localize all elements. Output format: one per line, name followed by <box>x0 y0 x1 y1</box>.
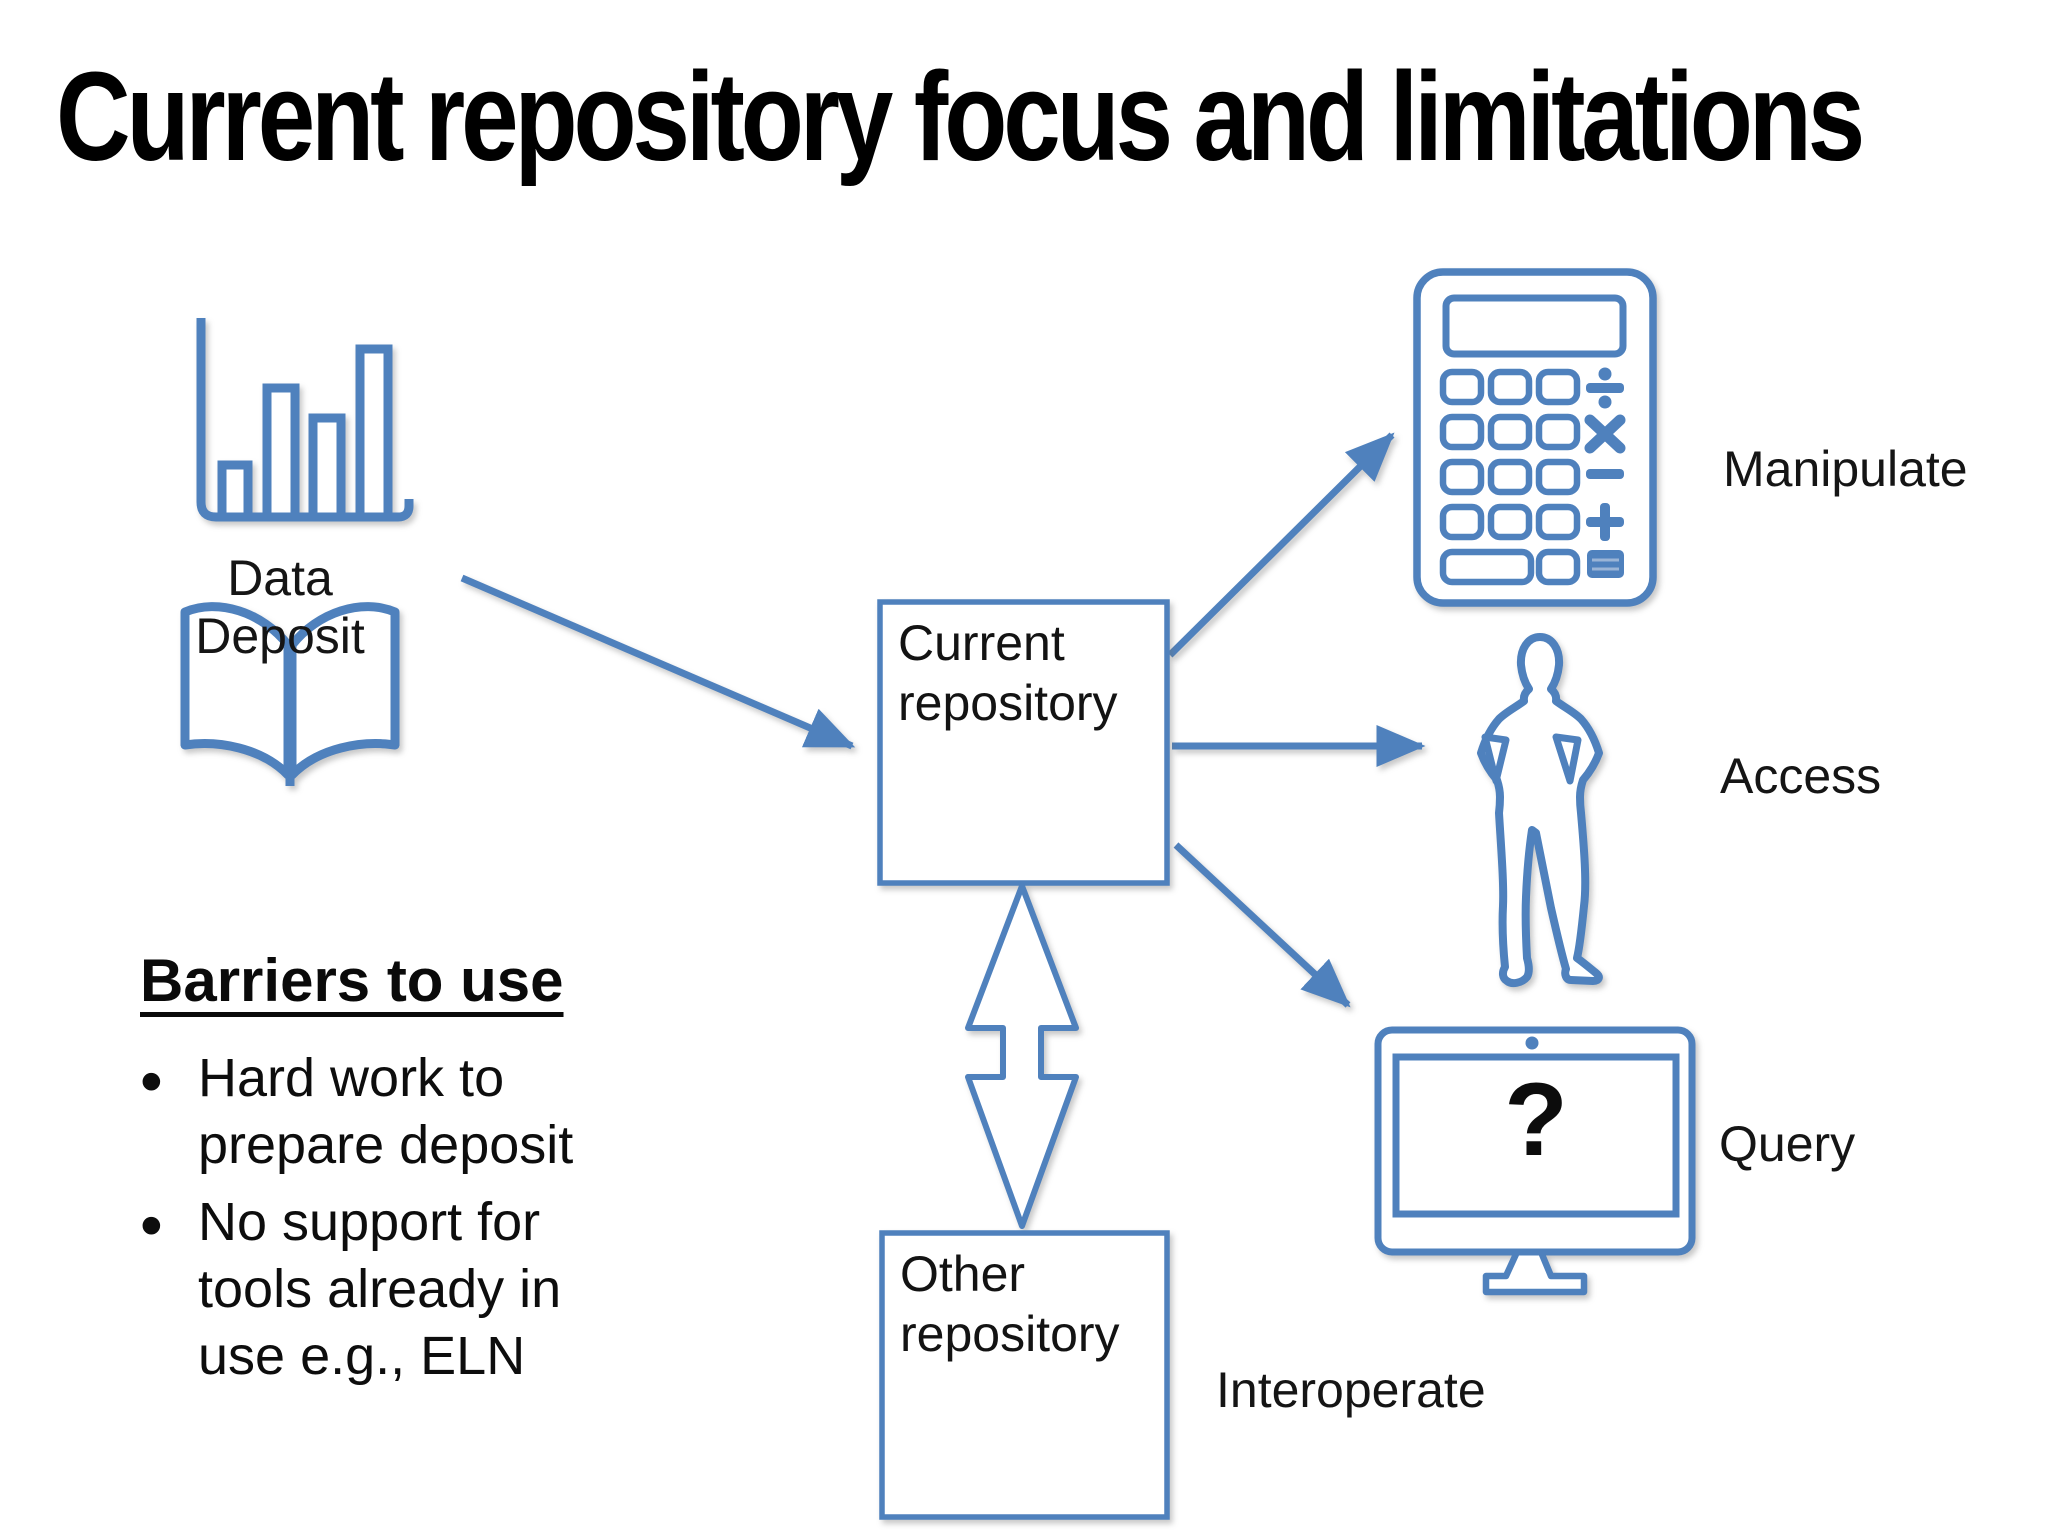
arrow-deposit-to-repository <box>460 574 856 750</box>
double-block-arrow-icon <box>965 883 1079 1229</box>
calculator-keys <box>1439 368 1581 586</box>
minus-icon <box>1586 469 1624 479</box>
barriers-list: Hard work to prepare deposit No support … <box>140 1041 610 1390</box>
webcam-dot-icon <box>1525 1036 1539 1050</box>
monitor-stand <box>1482 1248 1588 1296</box>
multiply-icon <box>1584 414 1626 454</box>
current-repository-box <box>877 599 1170 886</box>
arrow-repository-to-query <box>1173 842 1351 1008</box>
open-book-icon <box>180 602 400 786</box>
connector-arrows <box>460 432 1426 1008</box>
monitor-question-icon <box>1374 1026 1696 1296</box>
monitor-screen <box>1392 1053 1680 1218</box>
interoperate-label: Interoperate <box>1216 1362 1486 1418</box>
calculator-operator-keys <box>1584 367 1626 578</box>
data-deposit-label: Data Deposit <box>195 550 365 664</box>
barriers-section: Barriers to use Hard work to prepare dep… <box>140 946 610 1400</box>
barriers-bullet: Hard work to prepare deposit <box>140 1041 610 1179</box>
other-repository-label: Other repository <box>900 1246 1120 1362</box>
plus-icon <box>1586 503 1624 541</box>
barriers-heading: Barriers to use <box>140 947 564 1014</box>
question-mark: ? <box>1504 1062 1568 1178</box>
person-icon <box>1477 633 1603 988</box>
manipulate-label: Manipulate <box>1723 441 1968 497</box>
divide-icon <box>1586 367 1624 409</box>
access-label: Access <box>1720 748 1882 804</box>
equals-key-icon <box>1587 550 1624 578</box>
slide-title: Current repository focus and limitations <box>56 46 1865 187</box>
bar-chart-icon <box>196 318 414 522</box>
query-label: Query <box>1719 1116 1856 1172</box>
calculator-icon <box>1413 268 1657 607</box>
current-repository-label: Current repository <box>898 615 1118 731</box>
arrow-repository-to-manipulate <box>1167 432 1395 658</box>
other-repository-box <box>879 1230 1170 1520</box>
barriers-bullet: No support for tools already in use e.g.… <box>140 1185 610 1390</box>
